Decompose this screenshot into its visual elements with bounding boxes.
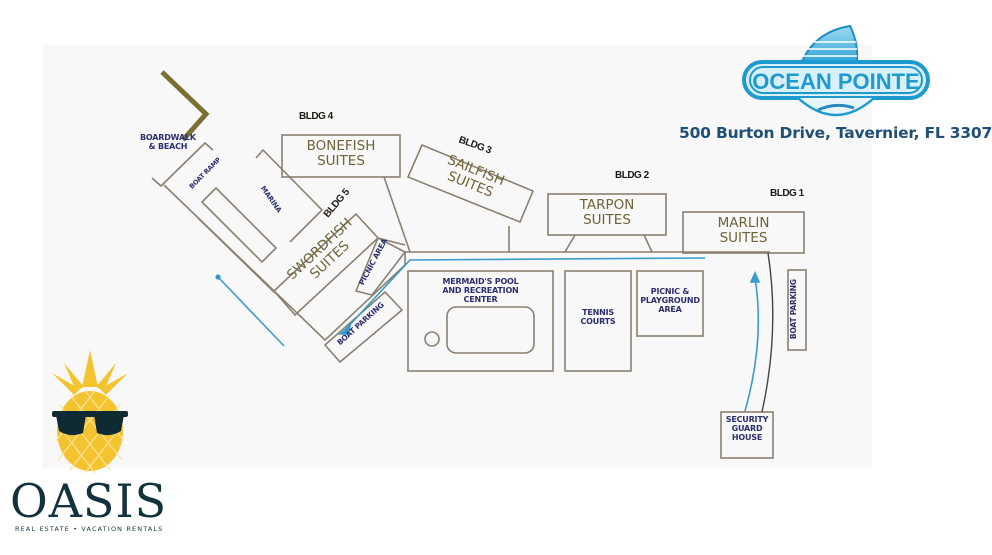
bonefish-line2: SUITES xyxy=(317,152,365,169)
security-line3: HOUSE xyxy=(731,432,763,442)
playground-line2: PLAYGROUND xyxy=(640,295,700,305)
route-arrow-west xyxy=(337,323,352,335)
marlin-line2: SUITES xyxy=(719,229,768,246)
picnic-area-outline xyxy=(354,236,407,296)
playground-outline xyxy=(636,270,704,337)
pool-line3: CENTER xyxy=(463,294,498,304)
tennis-line2: COURTS xyxy=(580,316,616,326)
hot-tub xyxy=(424,331,440,347)
boardwalk-path xyxy=(160,70,210,142)
road-west-inner xyxy=(197,217,276,294)
pool-rec-center xyxy=(407,270,554,372)
marlin-building xyxy=(682,211,805,254)
boat-parking-west-outline xyxy=(323,290,404,364)
pool-label: MERMAID'S POOL AND RECREATION CENTER xyxy=(408,277,553,304)
playground-label: PICNIC & PLAYGROUND AREA xyxy=(637,287,703,314)
tarpon-label: TARPON SUITES xyxy=(548,198,666,228)
tennis-label: TENNIS COURTS xyxy=(565,308,631,327)
bldg1-label: BLDG 1 xyxy=(770,188,804,199)
tarpon-line2: SUITES xyxy=(583,211,631,228)
playground-line3: AREA xyxy=(658,304,682,314)
bldg4-label: BLDG 4 xyxy=(299,111,333,122)
oasis-tagline: REAL ESTATE • VACATION RENTALS xyxy=(15,525,164,533)
boardwalk-line2: & BEACH xyxy=(148,141,188,151)
security-line1: SECURITY xyxy=(725,415,769,424)
pineapple-logo xyxy=(52,350,128,474)
playground-line1: PICNIC & xyxy=(650,287,690,296)
pineapple-leaves-icon xyxy=(52,350,128,395)
map-background xyxy=(42,45,872,468)
boardwalk-line1: BOARDWALK xyxy=(140,133,196,142)
security-house-outline xyxy=(720,411,774,459)
ocean-pointe-logo: OCEAN POINTE xyxy=(742,24,930,117)
security-label: SECURITY GUARD HOUSE xyxy=(721,415,773,442)
route-entrance xyxy=(744,277,760,412)
marina-outline xyxy=(255,148,324,243)
tennis-courts-outline xyxy=(564,270,632,372)
boat-parking-east-label: BOAT PARKING xyxy=(788,279,798,340)
marlin-line1: MARLIN xyxy=(717,215,770,231)
oasis-wordmark: OASIS xyxy=(10,474,168,528)
marina-slip xyxy=(200,186,278,264)
bonefish-line1: BONEFISH xyxy=(306,138,376,154)
sailfish-building xyxy=(406,143,535,224)
pool-line2: AND RECREATION xyxy=(442,285,519,295)
route-northwest xyxy=(217,276,285,347)
bldg2-label: BLDG 2 xyxy=(615,170,649,181)
pool xyxy=(446,306,535,354)
entrance-road xyxy=(761,252,774,413)
boat-parking-east-outline xyxy=(787,269,807,351)
logo-text: OCEAN POINTE xyxy=(752,69,919,94)
route-main xyxy=(344,257,706,331)
tarpon-line1: TARPON xyxy=(579,197,635,213)
bonefish-label: BONEFISH SUITES xyxy=(282,139,400,169)
tennis-line1: TENNIS xyxy=(582,308,614,317)
tarpon-building xyxy=(547,193,667,236)
address: 500 Burton Drive, Tavernier, FL 33070 xyxy=(679,124,992,142)
security-line2: GUARD xyxy=(731,423,763,433)
marlin-label: MARLIN SUITES xyxy=(683,216,804,246)
pool-line1: MERMAID'S POOL xyxy=(442,277,519,286)
sunglasses-icon xyxy=(52,411,128,436)
boardwalk-label: BOARDWALK & BEACH xyxy=(140,133,196,152)
boat-ramp-outline xyxy=(151,141,214,188)
road-west-outer xyxy=(163,184,770,342)
bonefish-building xyxy=(281,134,401,178)
route-arrow-north xyxy=(749,271,761,283)
